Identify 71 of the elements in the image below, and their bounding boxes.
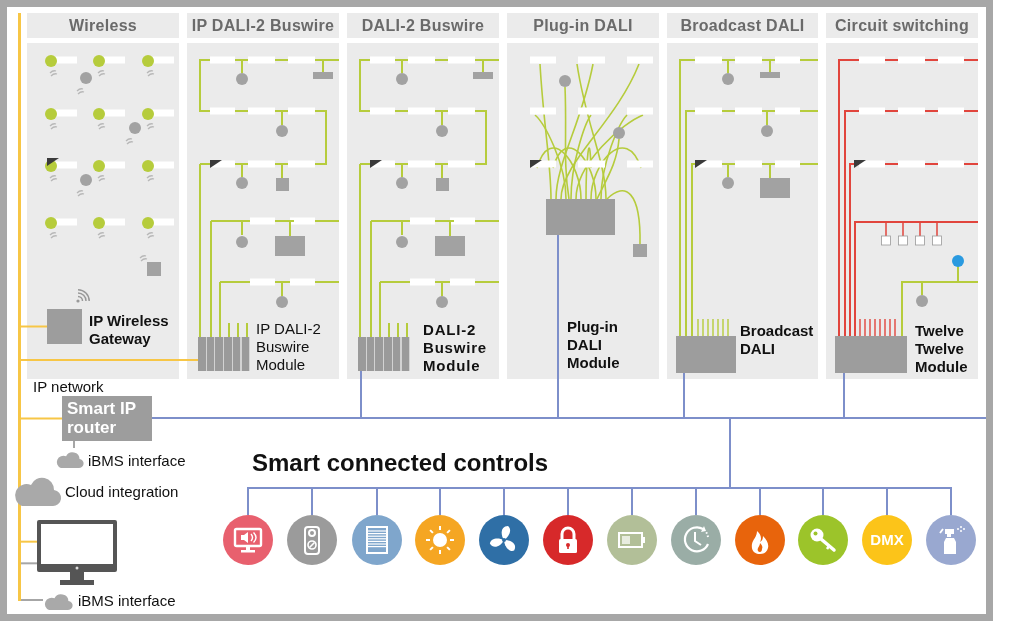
connector-line: [151, 417, 357, 419]
door-hanger-icon: [287, 515, 337, 565]
monitor-icon: [37, 520, 117, 585]
connector-line: [20, 359, 199, 361]
switching-module: [835, 336, 907, 373]
connector-line: [759, 488, 761, 516]
column-heading: Broadcast DALI: [680, 16, 805, 35]
connector-line: [822, 488, 824, 516]
blinds-icon: [352, 515, 402, 565]
dali-module: [546, 199, 615, 235]
connector-line: [247, 488, 249, 516]
column-panel: [826, 13, 978, 379]
connector-line: [360, 370, 362, 418]
column-panel: [187, 13, 339, 379]
section-heading: Smart connected controls: [252, 449, 549, 477]
column-heading: DALI-2 Buswire: [361, 16, 485, 35]
column-panel: [667, 13, 818, 379]
sun-icon: [415, 515, 465, 565]
bus-line: [247, 487, 952, 489]
connector-line: [695, 488, 697, 516]
interface-label: iBMS interface: [78, 592, 176, 610]
connector-line: [503, 488, 505, 516]
module-label: DALI-2 Buswire Module: [423, 321, 488, 375]
column-heading: IP DALI-2 Buswire: [191, 16, 335, 35]
module-label: Broadcast DALI: [740, 322, 815, 358]
interface-label: iBMS interface: [88, 452, 186, 470]
gateway-label: IP Wireless Gateway: [89, 312, 170, 348]
clock-icon: [671, 515, 721, 565]
column-panel: [347, 13, 499, 379]
connector-line: [311, 488, 313, 516]
key-icon: [798, 515, 848, 565]
battery-icon: [607, 515, 657, 565]
connector-line: [20, 325, 48, 328]
connector-line: [376, 488, 378, 516]
connector-line: [557, 234, 559, 418]
connector-line: [439, 488, 441, 516]
buswire-module: [358, 337, 410, 371]
column-panel: [27, 13, 179, 379]
column-heading: Circuit switching: [835, 16, 969, 35]
connector-line: [843, 372, 845, 418]
column-heading: Plug-in DALI: [533, 16, 633, 35]
column-heading: Wireless: [68, 16, 138, 35]
connector-line: [73, 440, 75, 449]
column-panel: [507, 13, 659, 379]
dali-module: [676, 336, 736, 373]
connector-line: [631, 488, 633, 516]
cloud-label: Cloud integration: [65, 483, 179, 501]
bus-line: [356, 417, 986, 419]
connector-line: [950, 488, 952, 516]
connector-line: [20, 599, 44, 601]
router-box: Smart IP router: [62, 396, 152, 441]
connector-line: [567, 488, 569, 516]
connector-line: [20, 417, 63, 420]
connector-line: [729, 418, 731, 488]
connector-line: [20, 562, 38, 565]
gateway-box: [47, 309, 82, 344]
ip-network-line: [18, 13, 21, 601]
fan-icon: [479, 515, 529, 565]
padlock-icon: [543, 515, 593, 565]
connector-line: [683, 372, 685, 418]
flame-icon: [735, 515, 785, 565]
connector-line: [20, 540, 38, 543]
buswire-module: [198, 337, 250, 371]
dmx-badge: DMX: [862, 515, 912, 565]
connector-line: [886, 488, 888, 516]
module-label: Twelve Twelve Module: [915, 322, 969, 376]
spray-bottle-icon: [926, 515, 976, 565]
module-label: Plug-in DALI Module: [567, 318, 621, 372]
network-label: IP network: [33, 378, 104, 396]
module-label: IP DALI-2 Buswire Module: [256, 320, 322, 374]
display-icon: [223, 515, 273, 565]
